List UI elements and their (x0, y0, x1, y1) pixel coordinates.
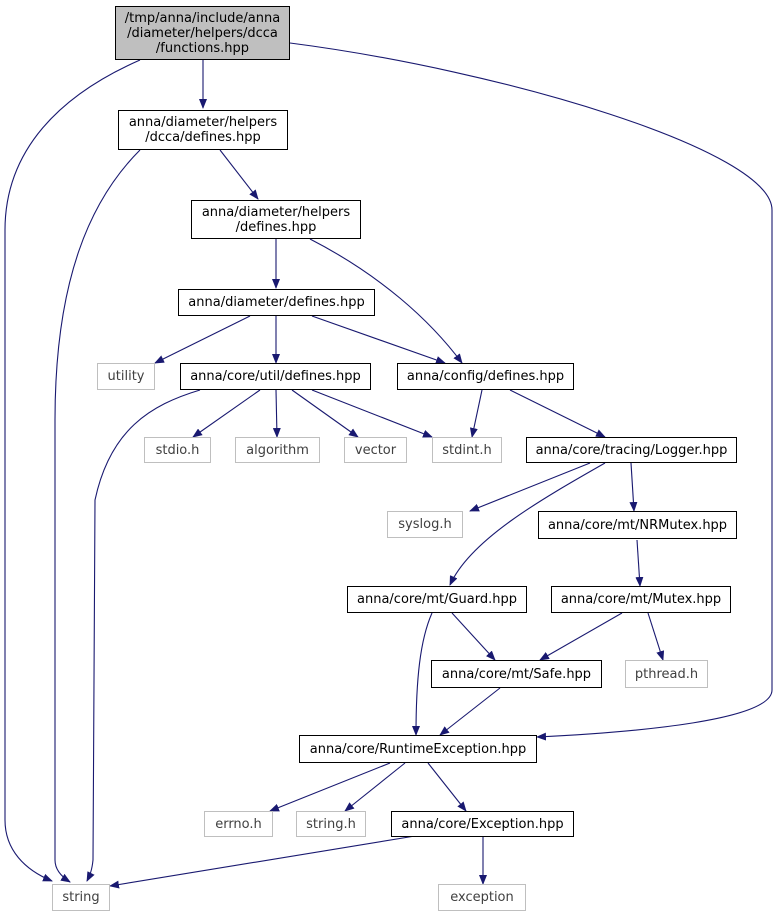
node-dcca-defines-hpp[interactable]: anna/diameter/helpers /dcca/defines.hpp (118, 110, 288, 150)
edge-nrmutex-mutex (635, 539, 644, 587)
node-string-h: string.h (296, 811, 366, 837)
edge-mutex-safe (539, 612, 623, 661)
node-helpers-defines-hpp[interactable]: anna/diameter/helpers /defines.hpp (191, 200, 361, 239)
edge-util-defines-algorithm (272, 389, 281, 438)
node-string: string (52, 884, 110, 911)
edge-safe-runtime-exception (439, 687, 501, 736)
node-runtime-exception-hpp[interactable]: anna/core/RuntimeException.hpp (299, 735, 537, 763)
node-guard-hpp[interactable]: anna/core/mt/Guard.hpp (347, 586, 527, 613)
edge-util-defines-stdint (311, 389, 433, 438)
node-utility: utility (97, 363, 155, 390)
node-nrmutex-hpp[interactable]: anna/core/mt/NRMutex.hpp (538, 511, 737, 539)
edge-config-defines-logger (509, 389, 606, 438)
edge-functions-string (4, 59, 141, 882)
edge-dcca-defines-string (54, 149, 141, 883)
edge-diameter-defines-utility (154, 315, 251, 364)
node-diameter-defines-hpp[interactable]: anna/diameter/defines.hpp (178, 289, 375, 316)
edge-runtime-exception-exception-hpp (427, 762, 467, 812)
node-pthread-h: pthread.h (625, 660, 708, 688)
edge-diameter-defines-config-defines (311, 315, 446, 364)
edge-dcca-defines-helpers-defines (219, 149, 259, 200)
edge-util-defines-string (86, 389, 201, 882)
node-errno-h: errno.h (204, 811, 273, 837)
node-util-defines-hpp[interactable]: anna/core/util/defines.hpp (180, 363, 371, 390)
edge-util-defines-stdio (192, 389, 261, 438)
edge-logger-nrmutex (629, 462, 638, 512)
edge-helpers-defines-config-defines (309, 238, 463, 364)
edge-logger-guard (449, 462, 606, 586)
node-functions-hpp: /tmp/anna/include/anna /diameter/helpers… (115, 6, 290, 60)
node-config-defines-hpp[interactable]: anna/config/defines.hpp (397, 363, 574, 390)
node-safe-hpp[interactable]: anna/core/mt/Safe.hpp (431, 660, 602, 688)
edge-mutex-pthread (647, 612, 665, 661)
edge-exception-hpp-string (109, 835, 416, 889)
node-stdio-h: stdio.h (144, 437, 211, 463)
node-logger-hpp[interactable]: anna/core/tracing/Logger.hpp (526, 437, 737, 463)
node-exception-hpp[interactable]: anna/core/Exception.hpp (391, 811, 574, 837)
edge-runtime-exception-string-h (344, 762, 406, 812)
node-syslog-h: syslog.h (387, 511, 463, 538)
edge-guard-runtime-exception (412, 612, 433, 736)
node-exception: exception (438, 884, 526, 911)
edge-logger-syslog (469, 462, 591, 512)
edge-config-defines-stdint (469, 389, 483, 438)
edge-runtime-exception-errno (269, 762, 391, 812)
node-vector: vector (344, 437, 407, 463)
node-stdint-h: stdint.h (432, 437, 502, 463)
node-mutex-hpp[interactable]: anna/core/mt/Mutex.hpp (551, 586, 731, 613)
node-algorithm: algorithm (235, 437, 320, 463)
edge-util-defines-vector (291, 389, 359, 438)
edge-guard-safe (451, 612, 496, 661)
edge-functions-runtime-exception (289, 42, 773, 741)
